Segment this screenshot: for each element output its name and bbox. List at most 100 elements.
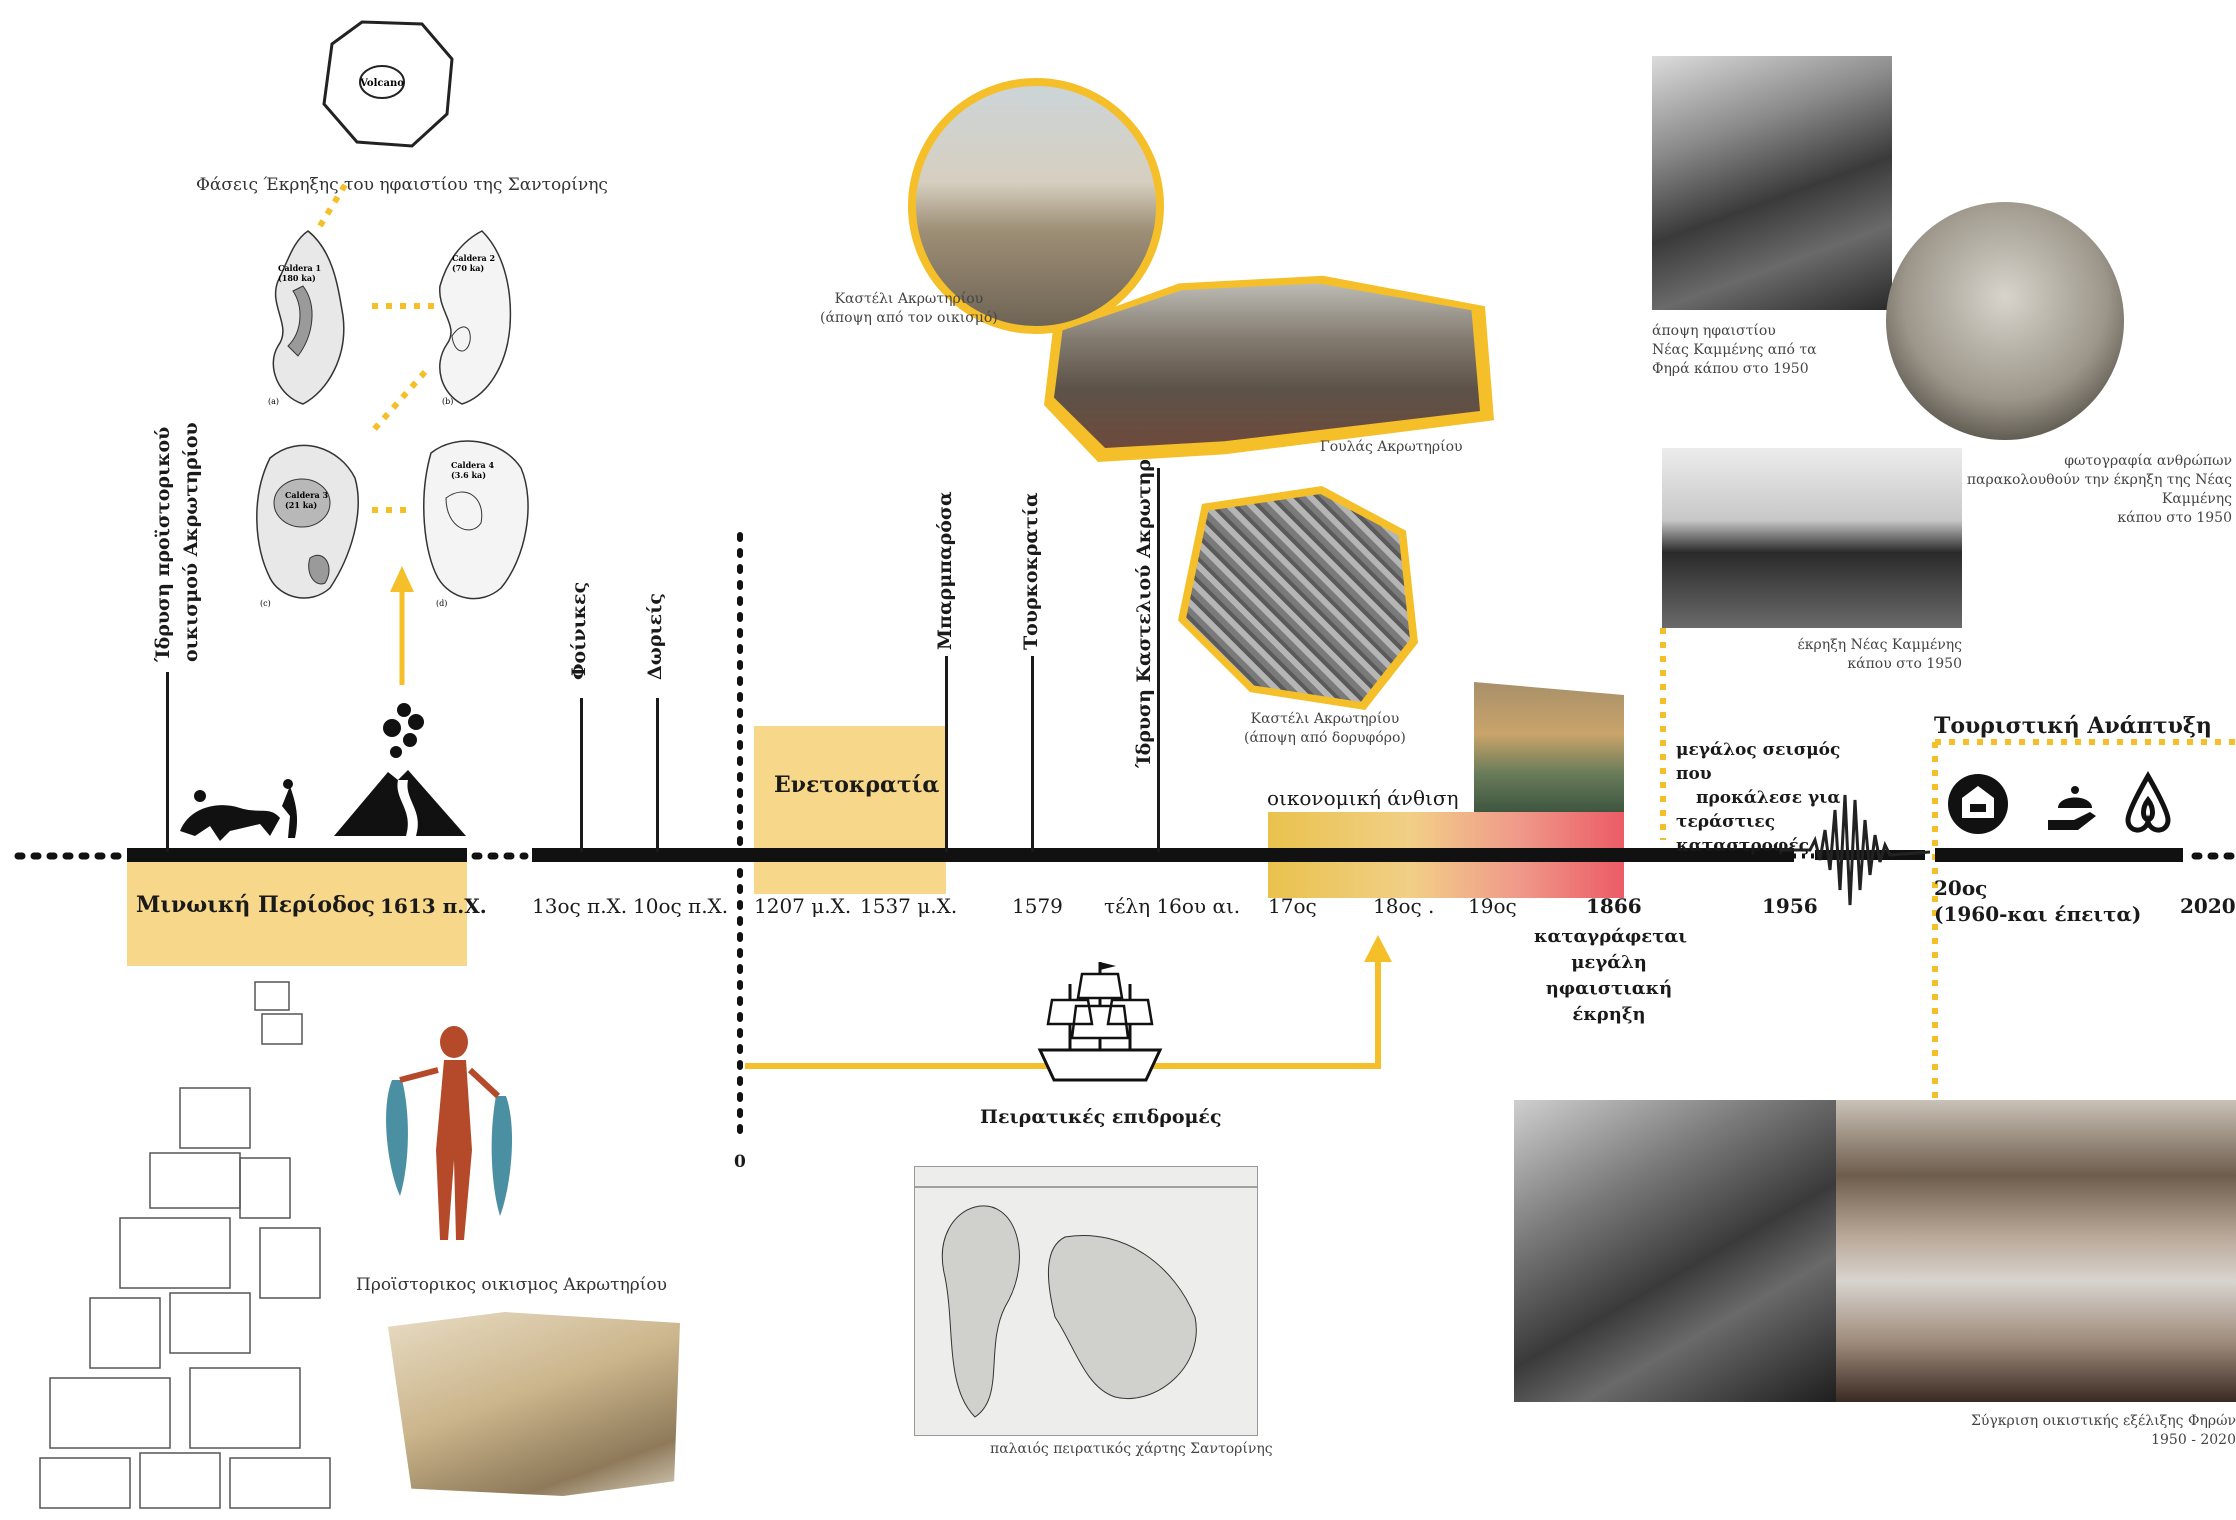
label-castle-founding: Ίδρυση Καστελιού Ακρωτηρίου [1133,424,1155,768]
prehistoric-site-plan [30,978,350,1518]
label-ottoman: Τουρκοκρατία [1020,492,1042,650]
volcano-view-caption-3: Φηρά κάπου στο 1950 [1652,361,1809,377]
volcano-view-caption-1: άποψη ηφαιστίου [1652,323,1776,339]
label-dorians: Δωριείς [644,593,666,680]
timeline-segment-minoan [127,848,467,862]
seismograph-icon [1780,770,1930,920]
quake-line-2: προκάλεσε για [1696,788,1841,808]
economic-label: οικονομική άνθιση [1267,786,1459,810]
fresco-fisherman [378,1020,528,1250]
people-caption-2: να παρακολουθούν την έκρηξη της Νέας [1944,472,2232,488]
fira-caption-1: Σύγκριση οικιστικής εξέλιξης Φηρών [1970,1413,2236,1429]
volcano-view-caption-2: Νέας Καμμένης από τα [1652,342,1817,358]
pirate-map-caption: παλαιός πειρατικός χάρτης Σαντορίνης [990,1441,1273,1457]
minoan-label: Μινωική Περίοδος [136,892,375,918]
caldera-4-tag: (d) [436,599,447,608]
prehistoric-caption: Προϊστορικος οικισμος Ακρωτηρίου [356,1275,667,1295]
people-caption-4: κάπου στο 1950 [2117,510,2232,526]
caldera-2-name: Caldera 2 [452,253,495,263]
pirate-map-photo [914,1166,1258,1436]
label-barbarossa: Μπαρμπαρόσα [934,491,956,650]
date-1613: 1613 π.Χ. [380,894,487,918]
volcano-view-caption: άποψη ηφαιστίου Νέας Καμμένης από τα Φηρ… [1652,322,1817,379]
minoan-period-box [127,862,467,966]
people-photo-caption: φωτογραφία ανθρώπων να παρακολουθούν την… [1900,452,2232,528]
date-2020: 2020 [2180,894,2236,918]
eruption-1950-photo [1662,448,1962,628]
tick-prehistoric [166,672,169,852]
volcano-view-photo [1652,56,1892,310]
caldera-1-name: Caldera 1 [278,263,321,273]
kasteli-settlement-caption-2: (άποψη από τον οικισμό) [820,310,998,326]
volcano-eruption-icon [334,700,466,838]
date-16th: τέλη 16ου αι. [1104,894,1241,918]
date-1956: 1956 [1762,894,1818,918]
timeline-segment-modern [1815,850,1925,860]
phases-title: Φάσεις Έκρηξης του ηφαιστίου της Σαντορί… [196,175,608,195]
quake-line-1: μεγάλος σεισμός που [1676,740,1841,784]
eruption-line-3: ηφαιστιακή [1545,978,1673,999]
quake-line-3: τεράστιες [1676,812,1776,832]
date-19th: 19ος [1468,894,1517,918]
label-phoenicians: Φοίνικες [568,581,590,680]
zero-label: 0 [734,1152,746,1172]
quake-1956-text: μεγάλος σεισμός που προκάλεσε για τεράστ… [1676,738,1866,858]
caldera-map-2: Caldera 2 (70 ka) (b) [412,226,532,411]
date-1537: 1537 μ.Χ. [860,894,958,918]
people-caption-3: Καμμένης [2161,491,2232,507]
label-prehistoric-2: οικισμού Ακρωτηρίου [180,422,202,662]
timeline-segment-tourism [1935,848,2183,862]
venetian-label: Ενετοκρατία [774,772,940,798]
caldera-3-tag: (c) [260,599,271,608]
eruption-line-2: μεγάλη [1571,952,1647,973]
caldera-4-age: (3.6 ka) [451,470,486,480]
date-1207: 1207 μ.Χ. [754,894,852,918]
pirates-label: Πειρατικές επιδρομές [980,1106,1222,1128]
tick-dorians [656,698,659,852]
goulas-caption: Γουλάς Ακρωτηρίου [1320,439,1463,455]
date-1579: 1579 [1012,894,1063,918]
eruption-1866-text: καταγράφεται μεγάλη ηφαιστιακή έκρηξη [1534,924,1687,1028]
date-1866: 1866 [1586,894,1642,918]
date-18th: 18ος . [1373,894,1435,918]
tick-castle [1157,468,1160,852]
timeline-segment-main [532,848,1794,862]
date-10th: 10ος π.Χ. [633,894,729,918]
caldera-3-age: (21 ka) [285,500,317,510]
caldera-map-4: Caldera 4 (3.6 ka) (d) [406,428,546,613]
caldera-3-name: Caldera 3 [285,490,328,500]
quake-line-4: καταστροφές [1676,836,1810,856]
caldera-4-name: Caldera 4 [451,460,494,470]
caldera-map-3: Caldera 3 (21 ka) (c) [240,428,380,613]
caldera-map-1: Caldera 1 (180 ka) (a) [248,226,368,411]
tourism-label: Τουριστική Ανάπτυξη [1934,713,2212,739]
kasteli-satellite-caption: Καστέλι Ακρωτηρίου (άποψη από δορυφόρο) [1244,710,1406,748]
airbnb-icon [2118,770,2178,836]
minoan-fresco-icon [170,776,320,846]
tick-barbarossa [945,656,948,852]
venetian-period-box [754,726,946,894]
eruption-photo-caption: έκρηξη Νέας Καμμένης κάπου στο 1950 [1740,636,1962,674]
date-17th: 17ος [1268,894,1317,918]
people-watching-photo [1886,202,2124,440]
label-prehistoric-1: Ίδρυση προϊστορικού [152,426,174,662]
date-20th-sub: (1960-και έπειτα) [1934,902,2142,926]
date-20th: 20ος [1934,876,1988,900]
pirate-ship-icon [1030,954,1170,1090]
caldera-2-tag: (b) [442,397,453,406]
eruption-caption-1: έκρηξη Νέας Καμμένης [1797,637,1962,653]
kasteli-satellite-caption-2: (άποψη από δορυφόρο) [1244,730,1406,746]
service-bell-icon [2044,776,2106,834]
people-caption-1: φωτογραφία ανθρώπων [2064,453,2232,469]
fira-1950-photo [1514,1100,1836,1402]
fira-2020-photo [1836,1100,2236,1402]
eruption-painting [1474,682,1624,812]
tick-ottoman [1031,656,1034,852]
volcano-map-label: Volcano [359,78,404,89]
fira-compare-caption: Σύγκριση οικιστικής εξέλιξης Φηρών 1950 … [1960,1412,2236,1450]
kasteli-settlement-caption: Καστέλι Ακρωτηρίου (άποψη από τον οικισμ… [820,290,998,328]
date-13th: 13ος π.Χ. [532,894,628,918]
goulas-photo [1044,275,1494,462]
eruption-line-4: έκρηξη [1572,1004,1646,1025]
